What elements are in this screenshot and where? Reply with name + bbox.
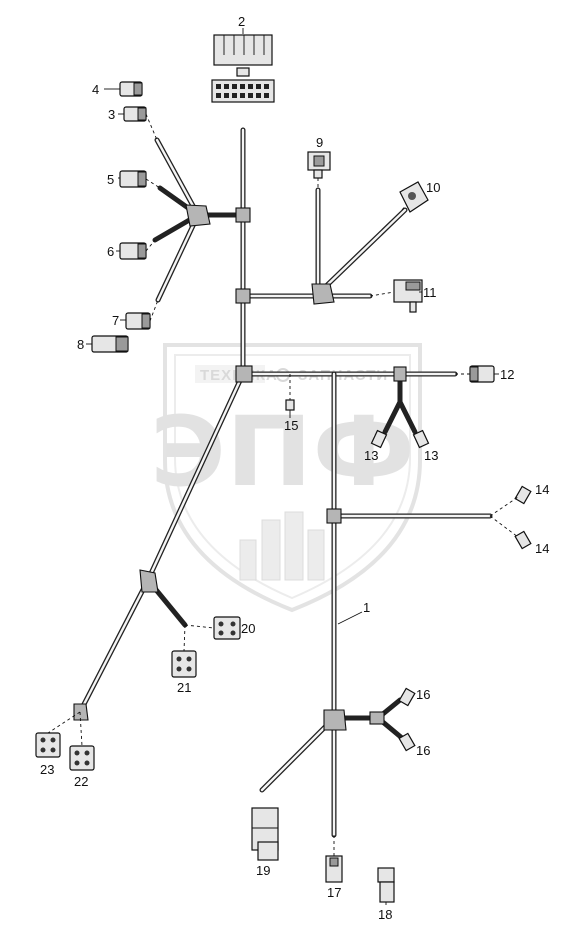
connector-17: [325, 855, 343, 883]
connector-20: [213, 616, 241, 640]
callout-23: 23: [40, 762, 54, 777]
callout-7: 7: [112, 313, 119, 328]
callout-18: 18: [378, 907, 392, 922]
connector-9: [307, 151, 331, 179]
callout-15: 15: [284, 418, 298, 433]
connectors: [35, 34, 532, 903]
callout-22: 22: [74, 774, 88, 789]
harness-wires: [77, 127, 493, 838]
watermark-logo-letters: ЭПФ: [150, 396, 415, 508]
connector-21: [171, 650, 197, 678]
callout-20: 20: [241, 621, 255, 636]
connector-18: [377, 867, 395, 903]
connector-4: [119, 81, 143, 97]
connector-10: [399, 181, 429, 213]
callout-2: 2: [238, 14, 245, 29]
callout-17: 17: [327, 885, 341, 900]
callout-21: 21: [177, 680, 191, 695]
callout-10: 10: [426, 180, 440, 195]
callout-11: 11: [423, 285, 437, 300]
connector-14a: [514, 485, 532, 505]
callout-3: 3: [108, 107, 115, 122]
connector-19: [251, 807, 279, 861]
callout-19: 19: [256, 863, 270, 878]
connector-16b: [398, 732, 416, 752]
connector-11: [393, 279, 423, 313]
callout-14a: 14: [535, 482, 549, 497]
connector-16a: [398, 687, 416, 707]
watermark-wheat-icon: [239, 511, 325, 581]
connector-5: [119, 170, 147, 188]
connector-6: [119, 242, 147, 260]
connector-7: [125, 312, 151, 330]
leader-lines: [47, 28, 519, 906]
connector-2: [211, 34, 275, 103]
callout-1: 1: [363, 600, 370, 615]
connector-3: [123, 106, 147, 122]
connector-14b: [514, 530, 532, 550]
callout-9: 9: [316, 135, 323, 150]
callout-4: 4: [92, 82, 99, 97]
connector-13a: [370, 429, 388, 449]
connector-22: [69, 745, 95, 771]
callout-8: 8: [77, 337, 84, 352]
connector-8: [91, 335, 129, 353]
connector-12: [469, 365, 495, 383]
callout-6: 6: [107, 244, 114, 259]
connector-23: [35, 732, 61, 758]
junctions: [73, 204, 407, 731]
callout-13a: 13: [364, 448, 378, 463]
callout-16a: 16: [416, 687, 430, 702]
callout-16b: 16: [416, 743, 430, 758]
callout-14b: 14: [535, 541, 549, 556]
callout-5: 5: [107, 172, 114, 187]
connector-13b: [412, 429, 430, 449]
callout-13b: 13: [424, 448, 438, 463]
callout-12: 12: [500, 367, 514, 382]
watermark-shield: ТЕХНИКА ЗАПЧАСТИ ЭПФ: [150, 343, 422, 613]
callout-labels: 2 4 3 5 6 7 8 9 10 11 12 13 13 14 14 15 …: [40, 14, 549, 922]
